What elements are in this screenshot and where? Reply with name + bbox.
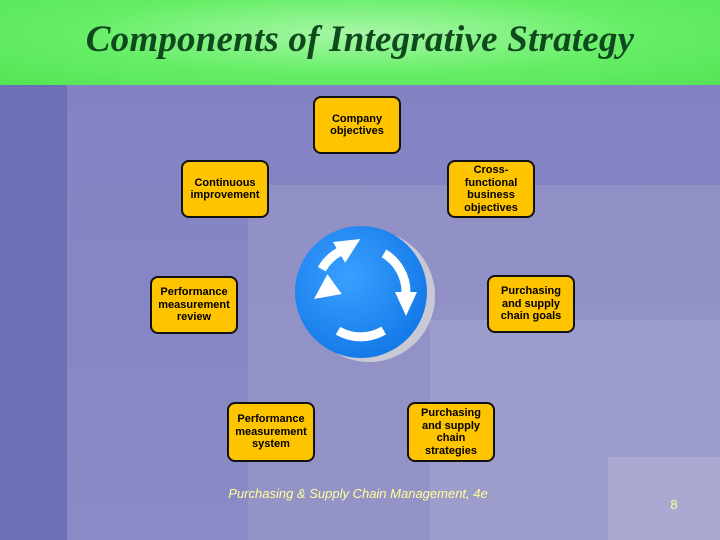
footer-text: Purchasing & Supply Chain Management, 4e <box>228 486 488 501</box>
box-continuous-improvement: Continuous improvement <box>181 160 269 218</box>
box-purchasing-strategies: Purchasing and supply chain strategies <box>407 402 495 462</box>
cycle-arc-2 <box>381 249 411 293</box>
box-performance-measurement-review: Performance measurement review <box>150 276 238 334</box>
page-number: 8 <box>670 497 678 512</box>
box-performance-measurement-system: Performance measurement system <box>227 402 315 462</box>
cycle-arrowhead-1 <box>333 239 361 263</box>
background-step-3 <box>608 457 720 540</box>
box-purchasing-goals: Purchasing and supply chain goals <box>487 275 575 333</box>
cycle-arc-3 <box>335 326 386 342</box>
title-banner: Components of Integrative Strategy <box>0 0 720 85</box>
cycle-arrowhead-3 <box>314 274 342 299</box>
box-company-objectives: Company objectives <box>313 96 401 154</box>
left-band <box>0 85 67 540</box>
circular-arrows-icon <box>293 224 443 364</box>
box-cross-functional-objectives: Cross- functional business objectives <box>447 160 535 218</box>
slide-title: Components of Integrative Strategy <box>85 19 635 60</box>
cycle-arrowhead-2 <box>395 292 417 316</box>
